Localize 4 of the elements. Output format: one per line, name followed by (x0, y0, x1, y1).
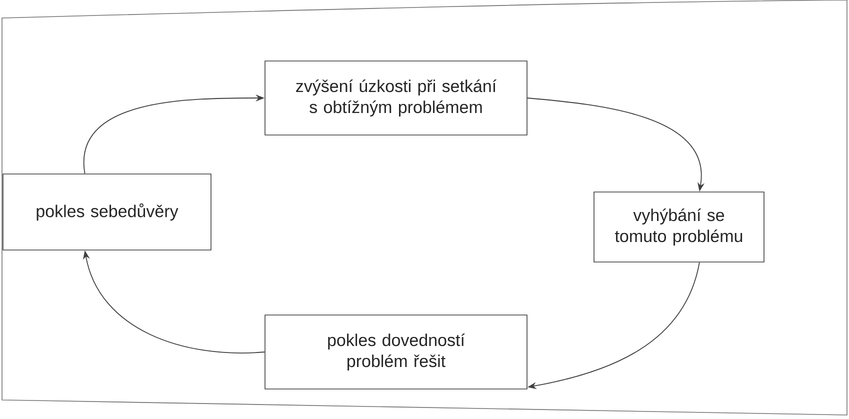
process-box: vyhýbání se tomuto problému (594, 192, 764, 262)
process-box: zvýšení úzkosti při setkání s obtížným problémem (264, 60, 528, 136)
process-box: pokles sebedůvěry (2, 174, 212, 250)
process-box: pokles dovedností problém řešit (264, 314, 528, 390)
